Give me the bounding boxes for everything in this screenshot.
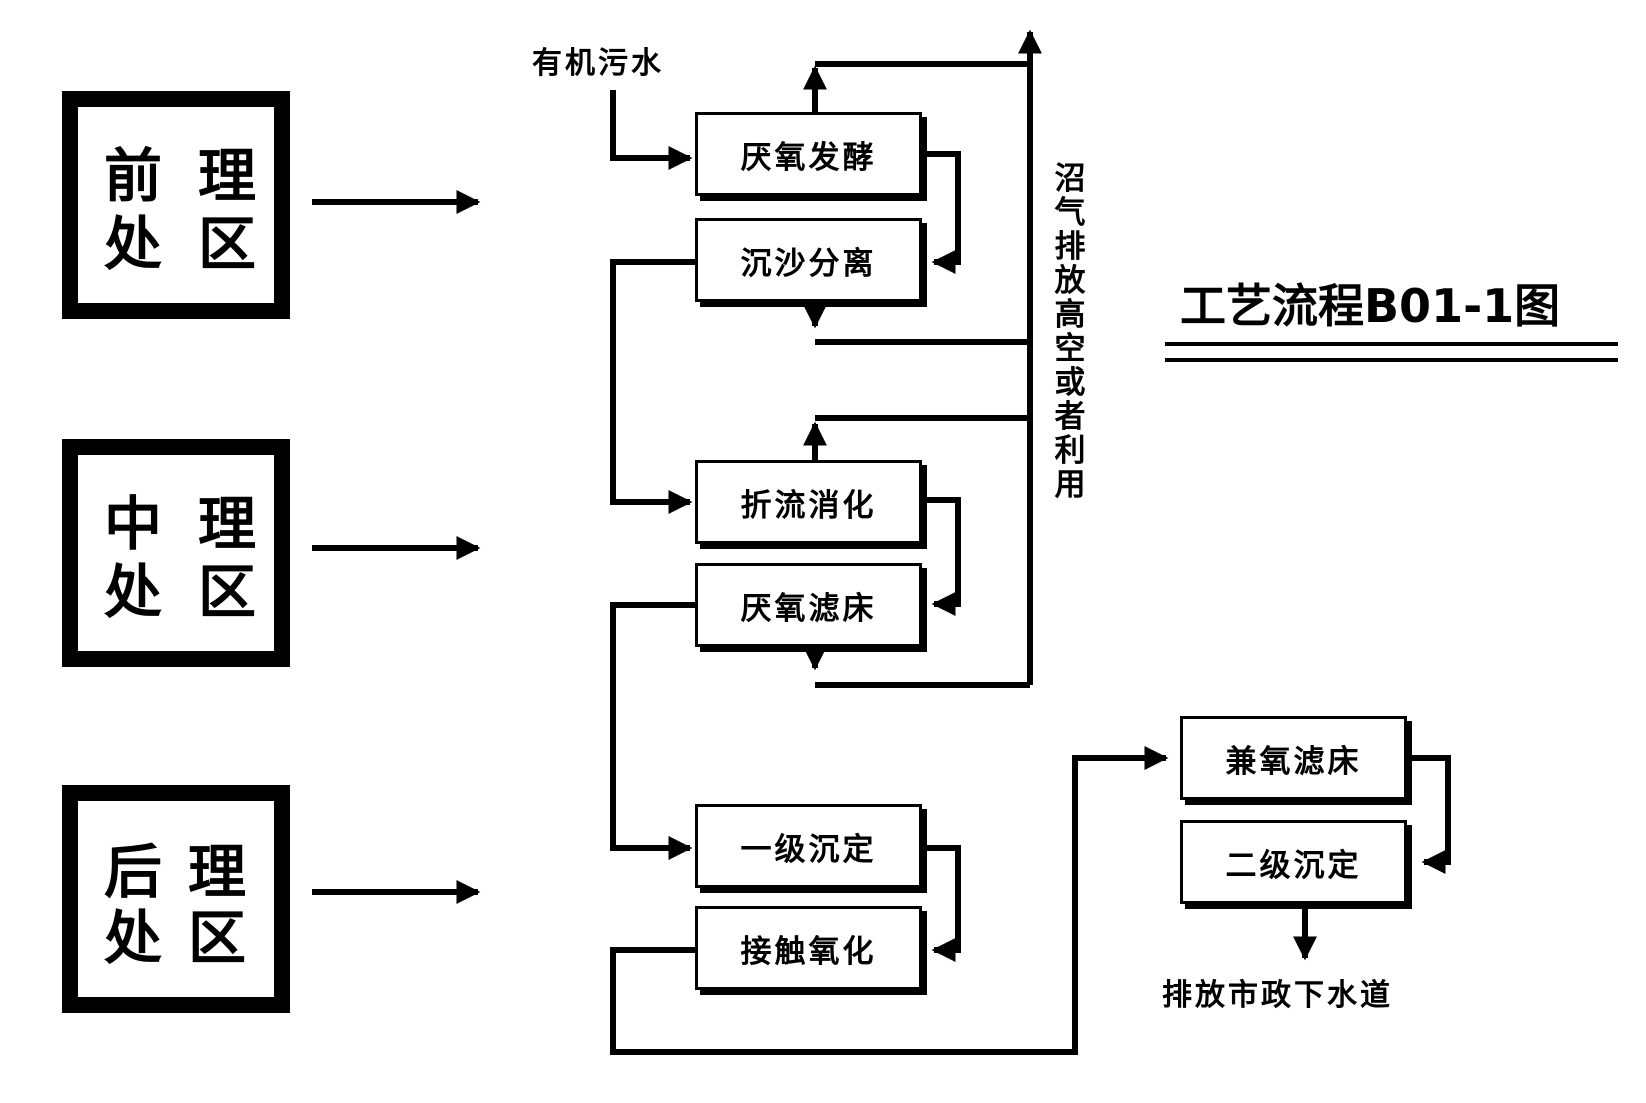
step-primary-settling: 一级沉定: [695, 804, 922, 888]
zone-char: 理: [198, 142, 257, 210]
zone-char: 后: [104, 838, 163, 906]
zone-char: 理: [188, 838, 247, 906]
zone-pre-treatment: 前 理 处 区: [62, 91, 290, 319]
s2-to-s3: [610, 259, 695, 514]
zone-post-treatment: 后 理 处 区: [62, 785, 290, 1013]
s5-to-s6: [922, 845, 961, 962]
zone-mid-treatment: 中 理 处 区: [62, 439, 290, 667]
zone-char: 区: [188, 904, 247, 972]
s3-to-s4: [922, 497, 961, 616]
s1-to-s2: [922, 151, 961, 274]
step-secondary-settling: 二级沉定: [1180, 820, 1407, 904]
outlet-label: 排放市政下水道: [1162, 978, 1393, 1013]
zone-char: 处: [104, 210, 163, 278]
zone-char: 前: [104, 142, 163, 210]
step-anaerobic-fermentation: 厌氧发酵: [695, 112, 922, 196]
step-baffled-digestion: 折流消化: [695, 460, 922, 544]
diagram-title: 工艺流程B01-1图: [1180, 279, 1561, 333]
s7-to-s8: [1412, 755, 1451, 874]
s4-to-s5: [610, 602, 695, 860]
zone-char: 区: [198, 558, 257, 626]
zone-char: 处: [104, 904, 163, 972]
title-underline-2: [1165, 358, 1618, 362]
s6-to-s7: [610, 746, 1169, 1055]
zone-char: 处: [104, 558, 163, 626]
biogas-label: 沼气排放高空或者利用: [1054, 161, 1086, 503]
title-underline-1: [1165, 342, 1618, 346]
step-facultative-filter: 兼氧滤床: [1180, 716, 1407, 800]
zone-char: 区: [198, 210, 257, 278]
inlet-label: 有机污水: [532, 46, 664, 81]
inlet-arrow: [610, 90, 693, 170]
step-sand-separation: 沉沙分离: [695, 218, 922, 302]
step-contact-oxidation: 接触氧化: [695, 906, 922, 990]
zone-char: 理: [198, 490, 257, 558]
step-anaerobic-filter: 厌氧滤床: [695, 563, 922, 647]
zone-char: 中: [104, 490, 163, 558]
